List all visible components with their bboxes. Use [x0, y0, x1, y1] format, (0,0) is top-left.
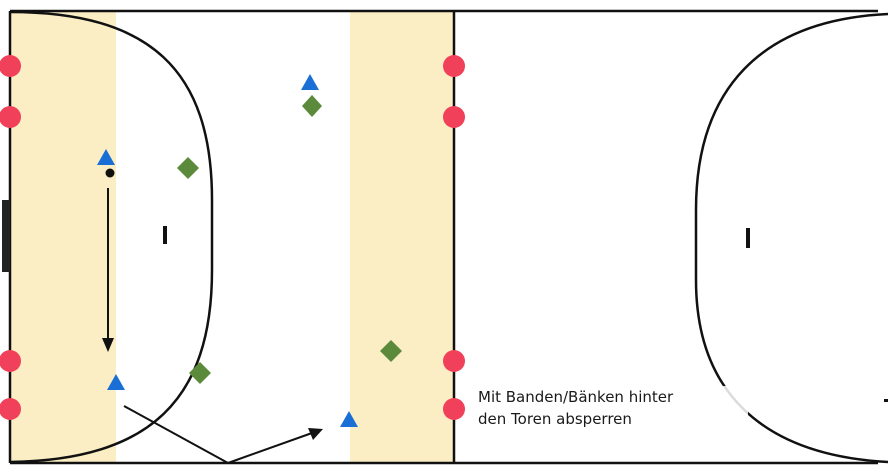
red-cone-icon — [0, 398, 21, 420]
blue-triangle-player-icon — [107, 374, 125, 390]
seven-meter-mark-left — [163, 226, 167, 244]
pass-arrow-line — [123, 405, 229, 464]
middle-shaded-zone — [350, 11, 454, 463]
note-line-1: Mit Banden/Bänken hinter — [478, 388, 674, 406]
green-diamond-player-icon — [177, 157, 199, 179]
seven-meter-mark-right — [746, 228, 750, 248]
right-edge-tick — [884, 399, 888, 402]
drill-note: Mit Banden/Bänken hinter den Toren abspe… — [478, 386, 748, 430]
run-arrow-head — [102, 338, 114, 352]
left-shaded-zone — [10, 11, 116, 463]
red-cone-icon — [443, 398, 465, 420]
blue-triangle-player-icon — [301, 74, 319, 90]
red-cone-icon — [443, 350, 465, 372]
red-cone-icon — [0, 106, 21, 128]
pass-arrow-line — [227, 432, 313, 464]
red-cone-icon — [443, 55, 465, 77]
ball-icon — [105, 168, 115, 178]
right-goal-area-line — [694, 12, 888, 464]
blue-triangle-player-icon — [340, 411, 358, 427]
red-cone-icon — [0, 350, 21, 372]
goal-icon — [2, 200, 10, 272]
red-cone-icon — [0, 55, 21, 77]
pass-arrow-head — [308, 428, 323, 440]
blue-triangle-player-icon — [97, 149, 115, 165]
left-goal-area-line — [9, 10, 214, 464]
note-line-2: den Toren absperren — [478, 410, 632, 428]
green-diamond-player-icon — [302, 95, 322, 117]
green-diamond-player-icon — [380, 340, 402, 362]
green-diamond-player-icon — [189, 362, 211, 384]
red-cone-icon — [443, 106, 465, 128]
